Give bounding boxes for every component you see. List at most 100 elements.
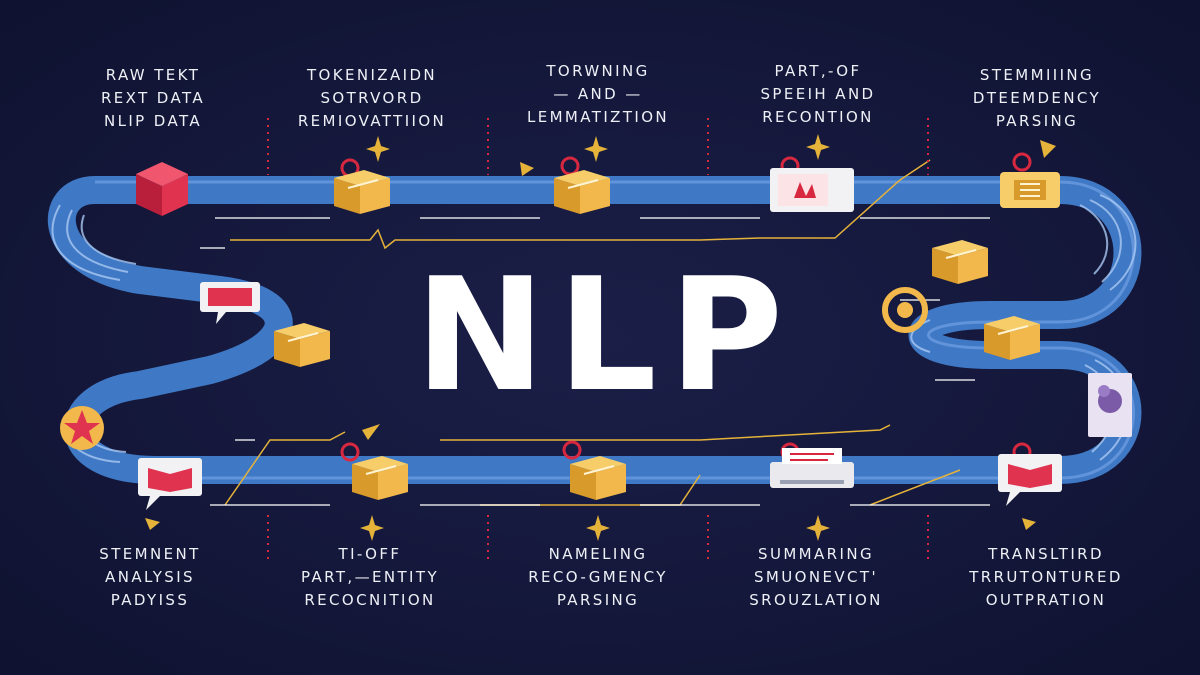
stage-label: SUMMARING SMUONEVCT' SROUZLATION: [716, 543, 916, 612]
printer-paper: [782, 448, 842, 464]
star-icon: [60, 406, 104, 450]
stage-label-line: PART,—ENTITY: [300, 568, 440, 586]
stage-label-line: RECOCNITION: [304, 591, 436, 609]
book-pages: [1008, 464, 1052, 488]
stage-label: TRANSLTIRD TRRUTONTURED OUTPRATION: [946, 543, 1146, 612]
open-box-icon: [274, 323, 330, 367]
monitor-glyph: [794, 182, 816, 198]
box-icon: [932, 240, 988, 284]
stage-label-line: PARSING: [995, 112, 1079, 130]
sparkle-icon: [584, 136, 608, 162]
stage-label-line: STEMNENT: [99, 545, 201, 563]
box-side: [378, 464, 408, 500]
box-side: [596, 464, 626, 500]
box-top: [984, 316, 1040, 332]
pin-icon: [340, 442, 360, 462]
box-tape: [583, 465, 615, 475]
leader-lines: [267, 118, 929, 560]
box-side: [360, 178, 390, 214]
box-icon: [554, 170, 610, 214]
sparkles: [145, 134, 1056, 541]
arrowhead-icon: [145, 518, 160, 530]
stage-label-line: SUMMARING: [758, 545, 874, 563]
bubble-tail: [216, 312, 226, 324]
stage-label-line: REXT DATA: [100, 89, 206, 107]
photo-icon: [1088, 373, 1132, 437]
connector-line: [224, 431, 346, 506]
stage-label-line: STEMMIIING: [979, 66, 1095, 84]
ring-outer: [882, 287, 928, 333]
stage-label-line: NLIP DATA: [103, 112, 203, 130]
stage-label-line: TRRUTONTURED: [969, 568, 1123, 586]
stage-label: TOKENIZAIDN SOTRVORD REMIOVATTIION: [272, 64, 472, 133]
arrowhead-icon: [1040, 140, 1056, 158]
pin-icon: [1012, 152, 1032, 172]
stage-label-line: TRANSLTIRD: [988, 545, 1104, 563]
arrowhead-icon: [520, 162, 534, 176]
book-pages: [148, 468, 192, 492]
cube-left: [136, 174, 162, 216]
box-top: [334, 170, 390, 186]
stage-label: RAW TEKT REXT DATA NLIP DATA: [53, 64, 253, 133]
box-icon: [352, 456, 408, 500]
box-top: [274, 323, 330, 339]
book-icon: [998, 454, 1062, 506]
stage-label-line: TOKENIZAIDN: [306, 66, 438, 84]
stage-label-line: DTEEMDENCY: [972, 89, 1102, 107]
box-tape: [347, 179, 379, 189]
stage-label-line: ANALYSIS: [105, 568, 195, 586]
box-side: [300, 331, 330, 367]
arrowhead-icon: [1022, 518, 1036, 530]
pipe-stripes-left: [51, 204, 137, 463]
monitor-icon: [770, 168, 854, 212]
box-icon: [570, 456, 626, 500]
connector-line: [869, 469, 961, 506]
frame-bars: [1020, 183, 1040, 197]
pipe-highlight: [95, 180, 1135, 480]
box-tape: [997, 325, 1029, 335]
film-frame-icon: [1000, 172, 1060, 208]
stage-label-line: PART,-OF: [774, 62, 862, 80]
box-tape: [945, 249, 977, 259]
stage-label-line: SOTRVORD: [320, 89, 424, 107]
bubble-inner: [208, 288, 252, 306]
box-tape: [287, 332, 319, 342]
printer-body: [770, 462, 854, 488]
stage-label-line: NAMELING: [548, 545, 648, 563]
box-side: [580, 178, 610, 214]
stage-label-line: OUTPRATION: [985, 591, 1107, 609]
connector-line: [440, 424, 891, 441]
stage-label: NAMELING RECO-GMENCY PARSING: [498, 543, 698, 612]
book-tail: [146, 496, 160, 510]
box-top: [554, 170, 610, 186]
box-top: [570, 456, 626, 472]
stage-label-line: RAW TEKT: [105, 66, 201, 84]
box-icon: [984, 316, 1040, 360]
stage-label-line: LEMMATIZTION: [526, 108, 670, 126]
box-side: [1010, 324, 1040, 360]
star-shape: [64, 410, 100, 444]
stage-label-line: PADYISS: [110, 591, 190, 609]
photo-figure-head: [1098, 385, 1110, 397]
arrowhead-icon: [362, 424, 380, 440]
stage-label-line: RECO-GMENCY: [528, 568, 668, 586]
pin-icon: [562, 440, 582, 460]
pipeline-stations: [60, 162, 1132, 510]
stage-label-line: TORWNING: [546, 62, 650, 80]
ring-inner: [897, 302, 913, 318]
printer-lines: [790, 453, 834, 461]
stage-label-line: TI-OFF: [338, 545, 402, 563]
stage-label-line: RECONTION: [762, 108, 874, 126]
divider-lines: [200, 217, 990, 506]
connector-lines: [224, 159, 961, 506]
magnet-icon: [882, 287, 928, 333]
title-container: NLP: [370, 250, 840, 420]
box-top: [352, 456, 408, 472]
stage-label: STEMNENT ANALYSIS PADYISS: [50, 543, 250, 612]
stage-label: STEMMIIING DTEEMDENCY PARSING: [937, 64, 1137, 133]
sparkle-icon: [366, 136, 390, 162]
sparkle-icon: [360, 515, 384, 541]
box-icon: [334, 170, 390, 214]
stage-label: TI-OFF PART,—ENTITY RECOCNITION: [270, 543, 470, 612]
